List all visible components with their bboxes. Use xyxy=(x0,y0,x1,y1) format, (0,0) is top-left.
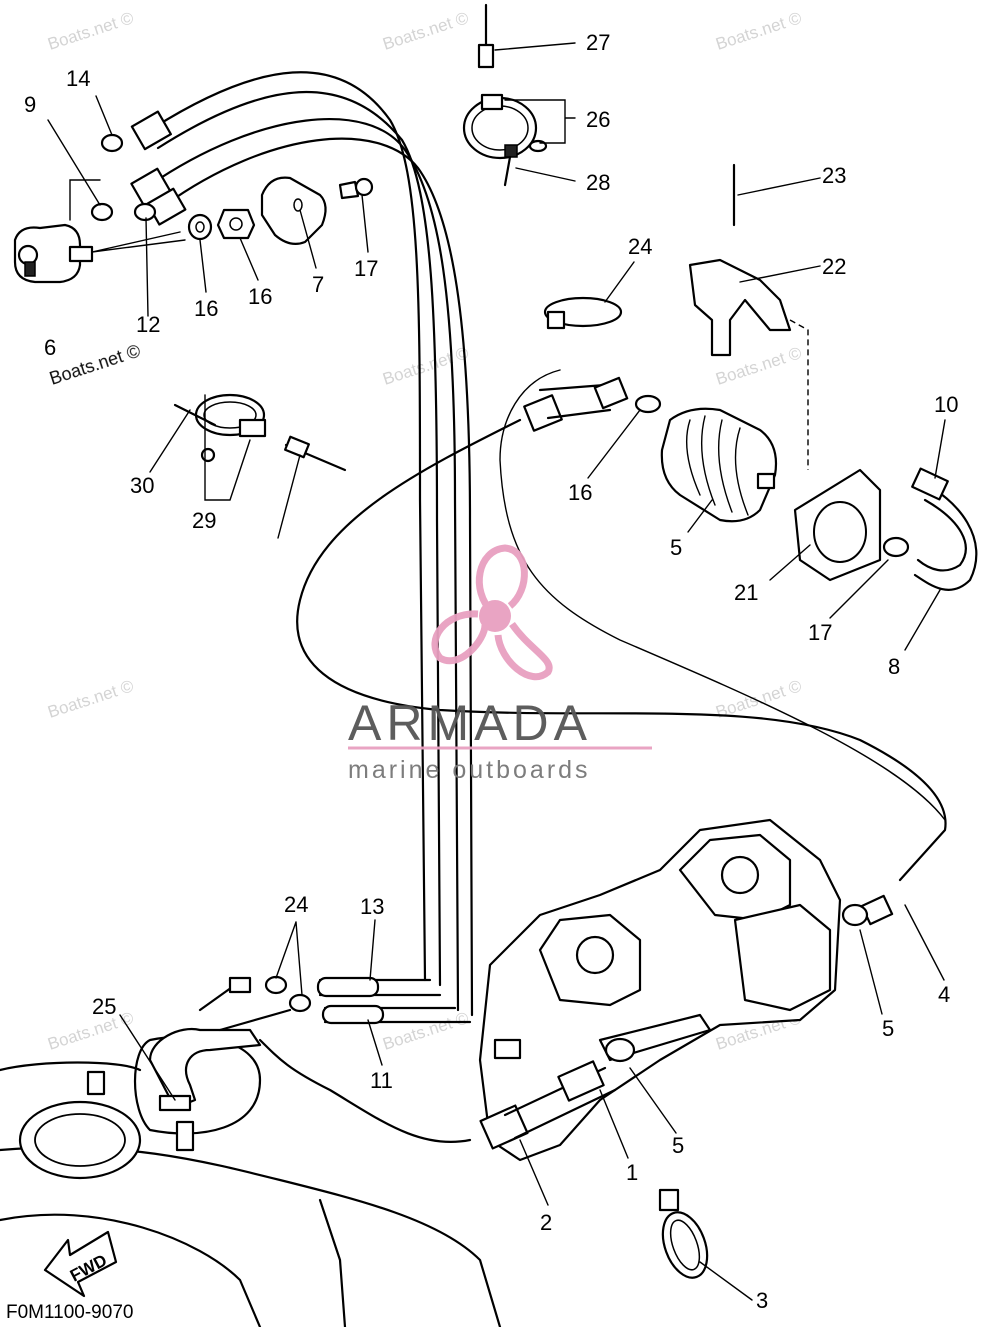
fuel-tank xyxy=(0,975,502,1329)
small-parts-top xyxy=(90,133,374,245)
bracket-21 xyxy=(543,163,792,357)
callout-6: 5 xyxy=(670,535,682,560)
clamp-28-30 xyxy=(173,393,347,472)
callout-24a: 24 xyxy=(284,892,308,917)
callout-5a: 5 xyxy=(882,1016,894,1041)
callout-26: 27 xyxy=(586,30,610,55)
callout-labels: 14 9 12 6 16 16 7 17 27 26 28 23 22 24 1… xyxy=(24,30,958,1313)
callout-25: 26 xyxy=(586,107,610,132)
watermark-text: Boats.net © xyxy=(380,8,471,54)
callout-24b: 25 xyxy=(92,994,116,1019)
propeller-icon xyxy=(431,544,553,681)
brand-logo: ARMADA marine outboards Boats.net © xyxy=(47,341,652,784)
watermark-text: Boats.net © xyxy=(380,343,471,389)
callout-9: 8 xyxy=(888,654,900,679)
callout-4: 4 xyxy=(938,982,950,1007)
callout-13: 12 xyxy=(136,312,160,337)
drawing-code: F0M1100-9070 xyxy=(6,1302,133,1323)
callout-5b: 5 xyxy=(672,1133,684,1158)
clip-3 xyxy=(658,1188,709,1279)
part-20-holder xyxy=(793,468,882,582)
callout-15: 14 xyxy=(66,66,90,91)
hose-loop-2-4 xyxy=(258,369,947,1144)
callout-2: 2 xyxy=(540,1210,552,1235)
callout-17: 16 xyxy=(248,284,272,309)
callout-3: 3 xyxy=(756,1288,768,1313)
watermark-text: Boats.net © xyxy=(45,8,136,54)
fwd-arrow: FWD xyxy=(43,1230,118,1298)
carburetor-block xyxy=(478,818,894,1162)
watermark-text: Boats.net © xyxy=(713,8,804,54)
callout-18: 16 xyxy=(194,296,218,321)
watermark-text: Boats.net © xyxy=(380,1008,471,1054)
watermark-text-dark: Boats.net © xyxy=(47,341,143,389)
callout-16b: 17 xyxy=(808,620,832,645)
part-7-valve xyxy=(13,223,94,284)
callout-8: 7 xyxy=(312,272,324,297)
leader-lines xyxy=(47,42,946,1301)
watermark-text: Boats.net © xyxy=(45,676,136,722)
callout-23: 24 xyxy=(628,234,652,259)
hose-9 xyxy=(882,467,978,591)
callout-16a: 16 xyxy=(568,480,592,505)
callout-28: 29 xyxy=(192,508,216,533)
callout-27: 28 xyxy=(586,170,610,195)
callout-1: 1 xyxy=(626,1160,638,1185)
callout-12: 11 xyxy=(370,1068,393,1093)
callout-21: 22 xyxy=(822,254,846,279)
watermark-text: Boats.net © xyxy=(45,1008,136,1054)
hose-14-12 xyxy=(130,71,474,1025)
callout-10: 9 xyxy=(24,92,36,117)
brand-tagline: marine outboards xyxy=(348,756,591,784)
callout-11: 10 xyxy=(934,392,958,417)
brand-name: ARMADA xyxy=(348,695,592,751)
part-6-resonator xyxy=(523,376,778,523)
callout-20: 21 xyxy=(734,580,758,605)
callout-7: 6 xyxy=(44,335,56,360)
clamp-25-27 xyxy=(462,3,548,187)
callout-29: 30 xyxy=(130,473,154,498)
callout-19: 17 xyxy=(354,256,378,281)
callout-14: 13 xyxy=(360,894,384,919)
callout-22: 23 xyxy=(822,163,846,188)
